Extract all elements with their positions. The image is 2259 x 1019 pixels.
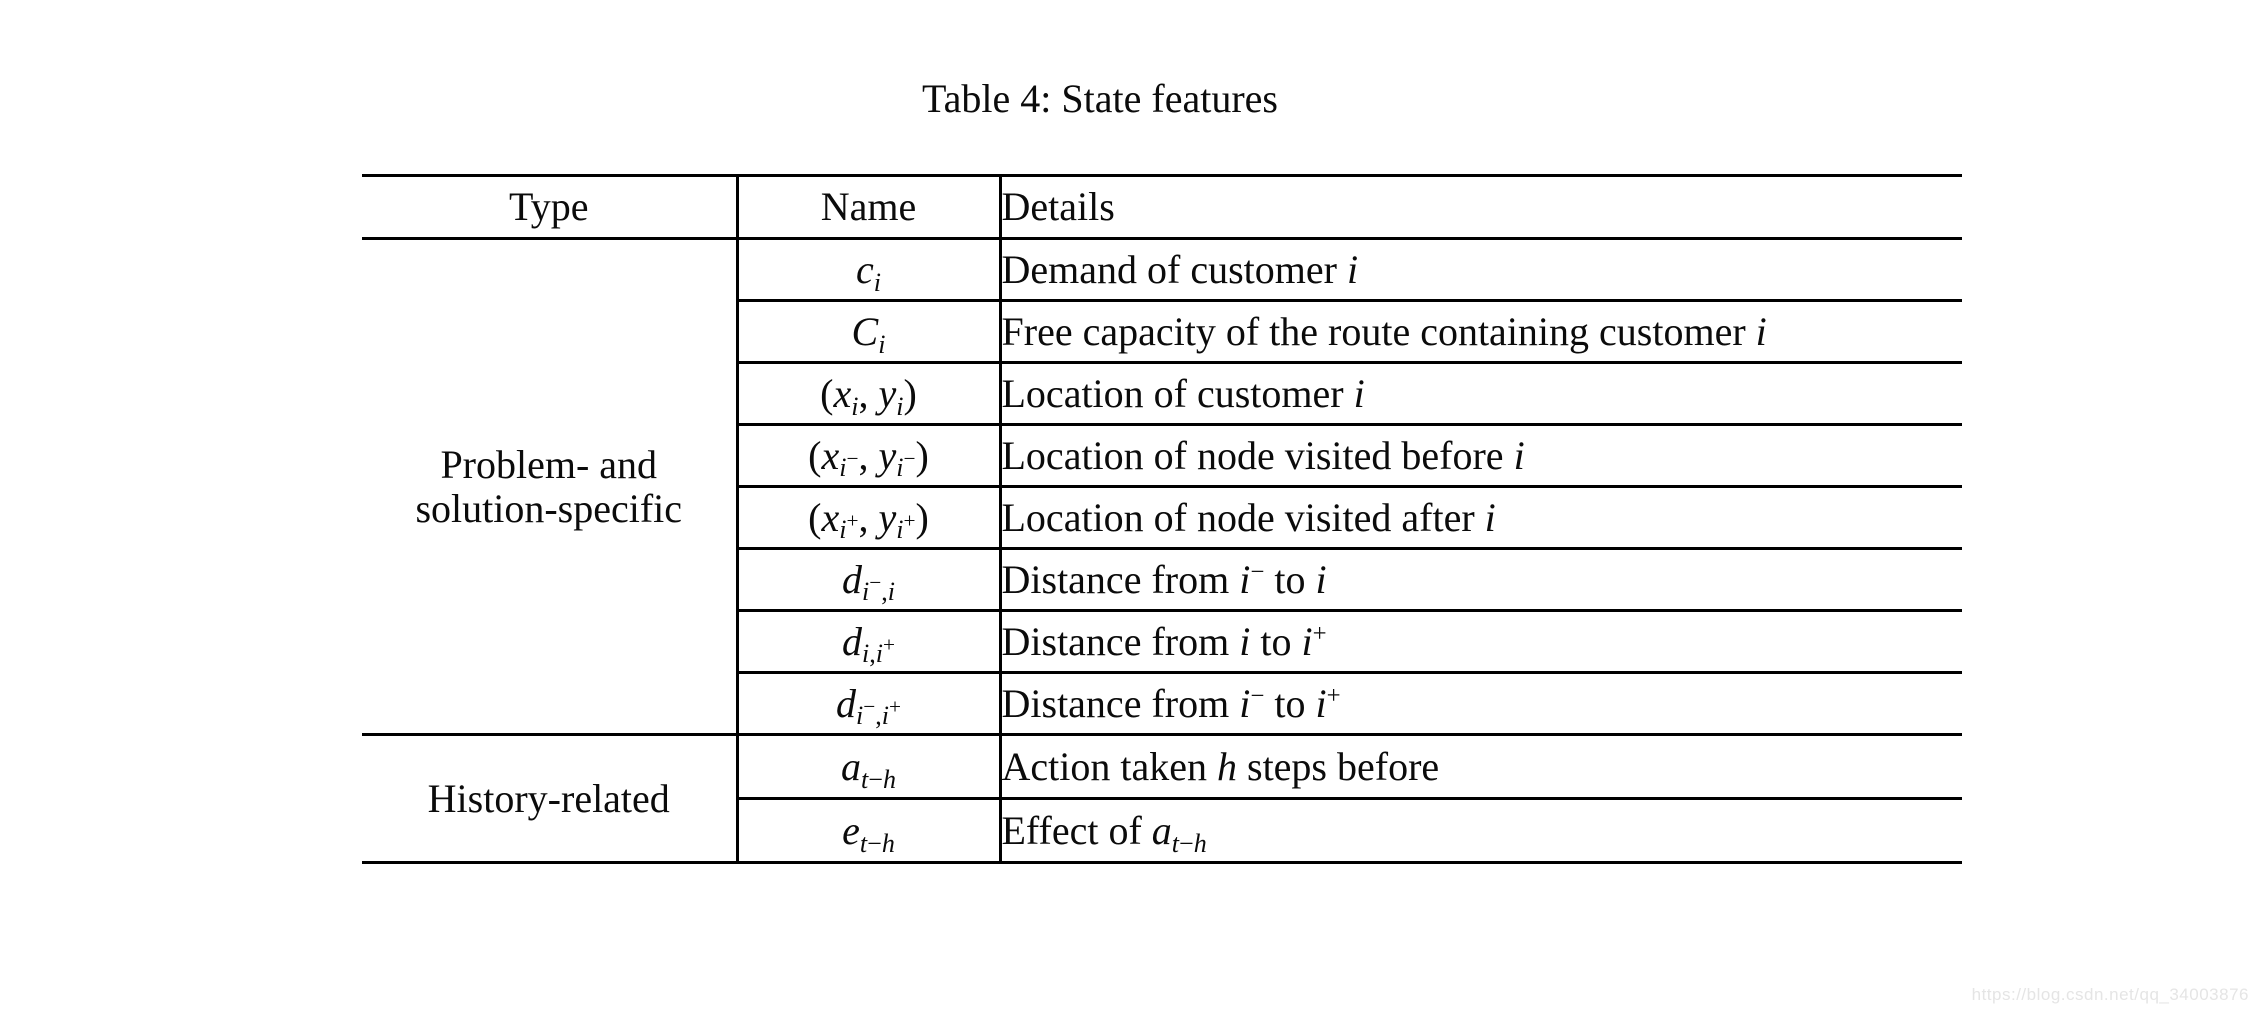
details-cell: Action taken h steps before	[998, 733, 1962, 799]
table-row: (xi, yi) Location of customer i	[362, 361, 1962, 425]
header-row: Type Name Details	[362, 174, 1962, 240]
name-cell: at−h	[735, 733, 1000, 799]
name-cell: et−h	[735, 797, 1000, 864]
table-row: History-related at−h Action taken h step…	[362, 733, 1962, 864]
details-cell: Distance from i− to i+	[998, 671, 1962, 735]
details-cell: Effect of at−h	[998, 797, 1962, 864]
name-cell: ci	[735, 237, 1000, 301]
table-row: di−,i Distance from i− to i	[362, 547, 1962, 611]
details-cell: Distance from i− to i	[998, 547, 1962, 611]
header-name: Name	[735, 174, 1000, 240]
name-cell: di−,i+	[735, 671, 1000, 735]
name-cell: di,i+	[735, 609, 1000, 673]
header-type: Type	[362, 174, 737, 240]
table-row: di−,i+ Distance from i− to i+	[362, 671, 1962, 735]
table-row: Ci Free capacity of the route containing…	[362, 299, 1962, 363]
table-row: et−h Effect of at−h	[362, 797, 1962, 864]
table-row: (xi−, yi−) Location of node visited befo…	[362, 423, 1962, 487]
details-cell: Free capacity of the route containing cu…	[998, 299, 1962, 363]
details-cell: Distance from i to i+	[998, 609, 1962, 673]
name-cell: (xi−, yi−)	[735, 423, 1000, 487]
type-cell-history-related: History-related	[362, 733, 737, 864]
table-row: (xi+, yi+) Location of node visited afte…	[362, 485, 1962, 549]
name-cell: di−,i	[735, 547, 1000, 611]
details-cell: Location of node visited after i	[998, 485, 1962, 549]
table-caption: Table 4: State features	[922, 76, 1278, 121]
details-cell: Location of customer i	[998, 361, 1962, 425]
table-row: di,i+ Distance from i to i+	[362, 609, 1962, 673]
watermark-text: https://blog.csdn.net/qq_34003876	[1971, 985, 2249, 1004]
header-details: Details	[998, 174, 1962, 240]
details-cell: Location of node visited before i	[998, 423, 1962, 487]
details-cell: Demand of customer i	[998, 237, 1962, 301]
name-cell: (xi+, yi+)	[735, 485, 1000, 549]
name-cell: Ci	[735, 299, 1000, 363]
name-cell: (xi, yi)	[735, 361, 1000, 425]
